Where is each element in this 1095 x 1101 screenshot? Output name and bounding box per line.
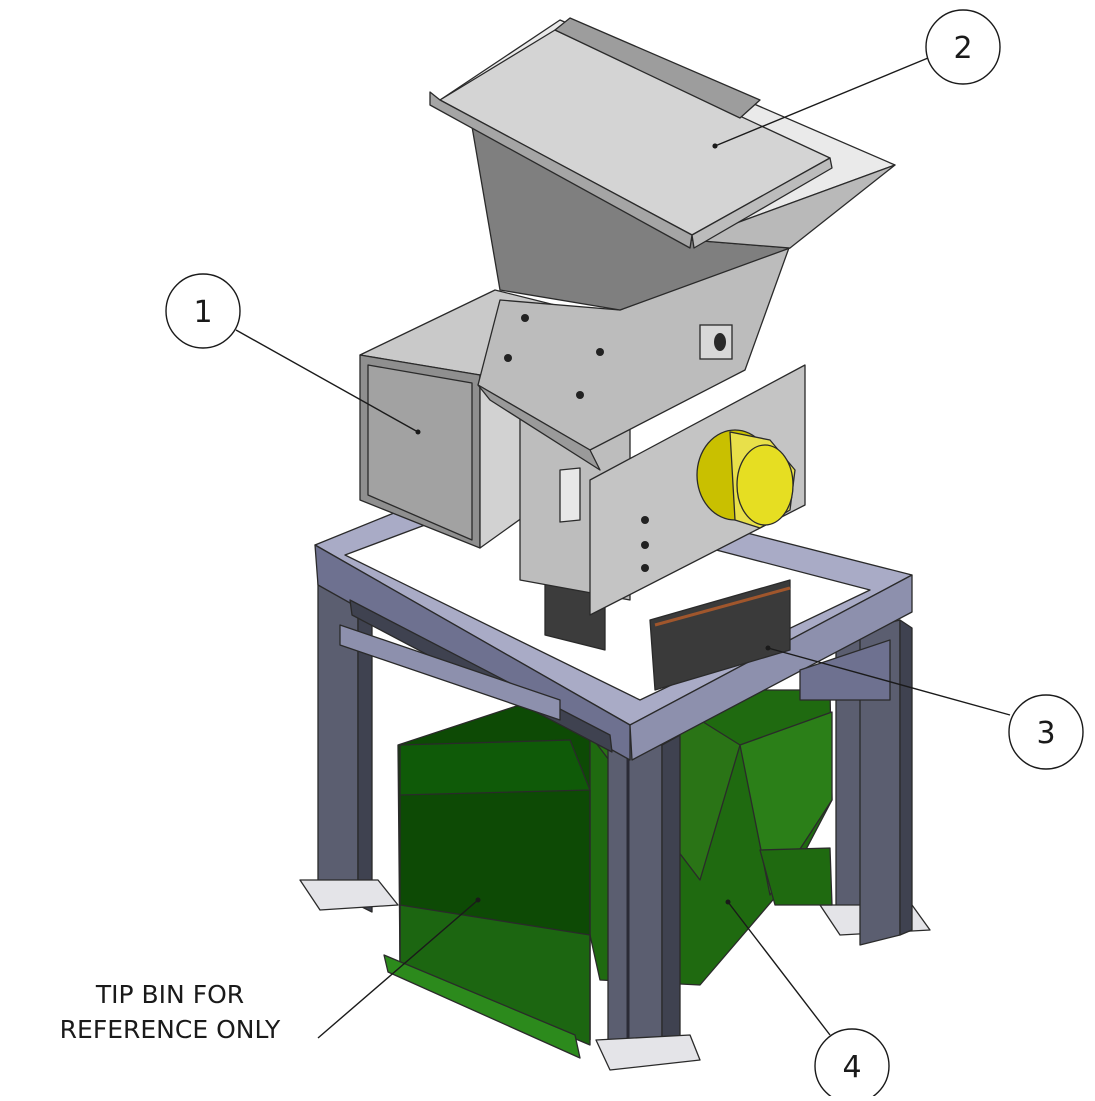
- leader-lines: [235, 57, 1011, 1039]
- leader-1: [235, 329, 419, 433]
- balloon-1: 1: [165, 273, 241, 349]
- leader-note: [317, 899, 479, 1039]
- note-line-2: REFERENCE ONLY: [60, 1015, 281, 1044]
- balloon-2: 2: [925, 9, 1001, 85]
- note-line-1: TIP BIN FOR: [95, 980, 244, 1009]
- motor: [696, 429, 796, 529]
- balloon-4: 4: [814, 1028, 890, 1101]
- reference-note: TIP BIN FOR REFERENCE ONLY: [60, 980, 281, 1044]
- shredder-body: [359, 244, 806, 616]
- balloon-2-label: 2: [953, 31, 972, 66]
- feed-hopper: [429, 17, 896, 311]
- stand-front-legs: [595, 619, 913, 1071]
- leader-4: [727, 901, 831, 1036]
- balloon-1-label: 1: [193, 295, 212, 330]
- leader-2: [714, 57, 929, 147]
- leader-3: [767, 647, 1011, 716]
- balloon-3-label: 3: [1036, 716, 1055, 751]
- balloon-4-label: 4: [842, 1050, 861, 1085]
- balloon-3: 3: [1008, 694, 1084, 770]
